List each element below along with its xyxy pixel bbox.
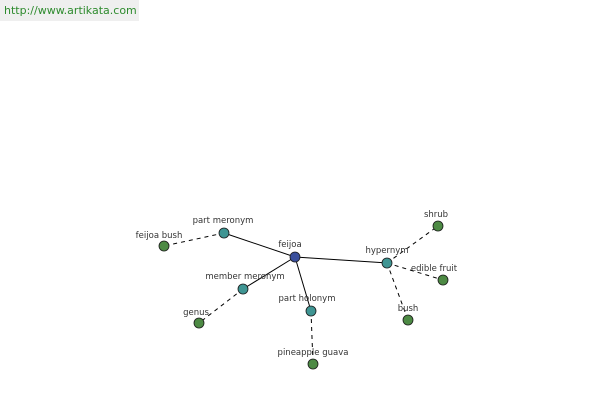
graph-nodes bbox=[158, 220, 449, 370]
graph-edges bbox=[163, 225, 444, 365]
node-edible-fruit[interactable] bbox=[437, 274, 449, 286]
node-label-pineapple-guava: pineapple guava bbox=[278, 348, 349, 358]
node-label-part-holonym: part holonym bbox=[279, 294, 336, 304]
graph-labels: feijoa part meronym member meronym part hol… bbox=[136, 210, 458, 358]
node-shrub[interactable] bbox=[432, 220, 444, 232]
node-part-holonym[interactable] bbox=[305, 305, 317, 317]
edge-member-meronym-to-genus bbox=[198, 288, 244, 324]
node-part-meronym[interactable] bbox=[218, 227, 230, 239]
node-label-feijoa: feijoa bbox=[278, 240, 301, 250]
node-genus[interactable] bbox=[193, 317, 205, 329]
site-url-link[interactable]: http://www.artikata.com bbox=[0, 0, 139, 21]
node-label-member-meronym: member meronym bbox=[205, 272, 284, 282]
node-feijoa-bush[interactable] bbox=[158, 240, 170, 252]
edge-hypernym-to-edible-fruit bbox=[386, 262, 444, 281]
node-label-feijoa-bush: feijoa bush bbox=[136, 231, 183, 241]
node-label-edible-fruit: edible fruit bbox=[411, 264, 458, 274]
node-feijoa[interactable] bbox=[289, 251, 301, 263]
node-label-shrub: shrub bbox=[424, 210, 448, 220]
edge-hypernym-to-shrub bbox=[386, 225, 439, 264]
edge-part-meronym-to-feijoa-bush bbox=[163, 232, 225, 247]
edge-feijoa-to-member-meronym bbox=[242, 256, 296, 290]
edge-hypernym-to-bush bbox=[386, 262, 409, 321]
node-label-part-meronym: part meronym bbox=[193, 216, 254, 226]
edge-feijoa-to-hypernym bbox=[294, 256, 388, 264]
node-member-meronym[interactable] bbox=[237, 283, 249, 295]
node-bush[interactable] bbox=[402, 314, 414, 326]
node-label-hypernym: hypernym bbox=[365, 246, 408, 256]
node-pineapple-guava[interactable] bbox=[307, 358, 319, 370]
node-label-bush: bush bbox=[398, 304, 419, 314]
edge-part-holonym-to-pineapple-guava bbox=[310, 310, 314, 365]
edge-feijoa-to-part-holonym bbox=[294, 256, 312, 312]
edge-feijoa-to-part-meronym bbox=[223, 232, 296, 258]
node-label-genus: genus bbox=[183, 308, 209, 318]
node-hypernym[interactable] bbox=[381, 257, 393, 269]
